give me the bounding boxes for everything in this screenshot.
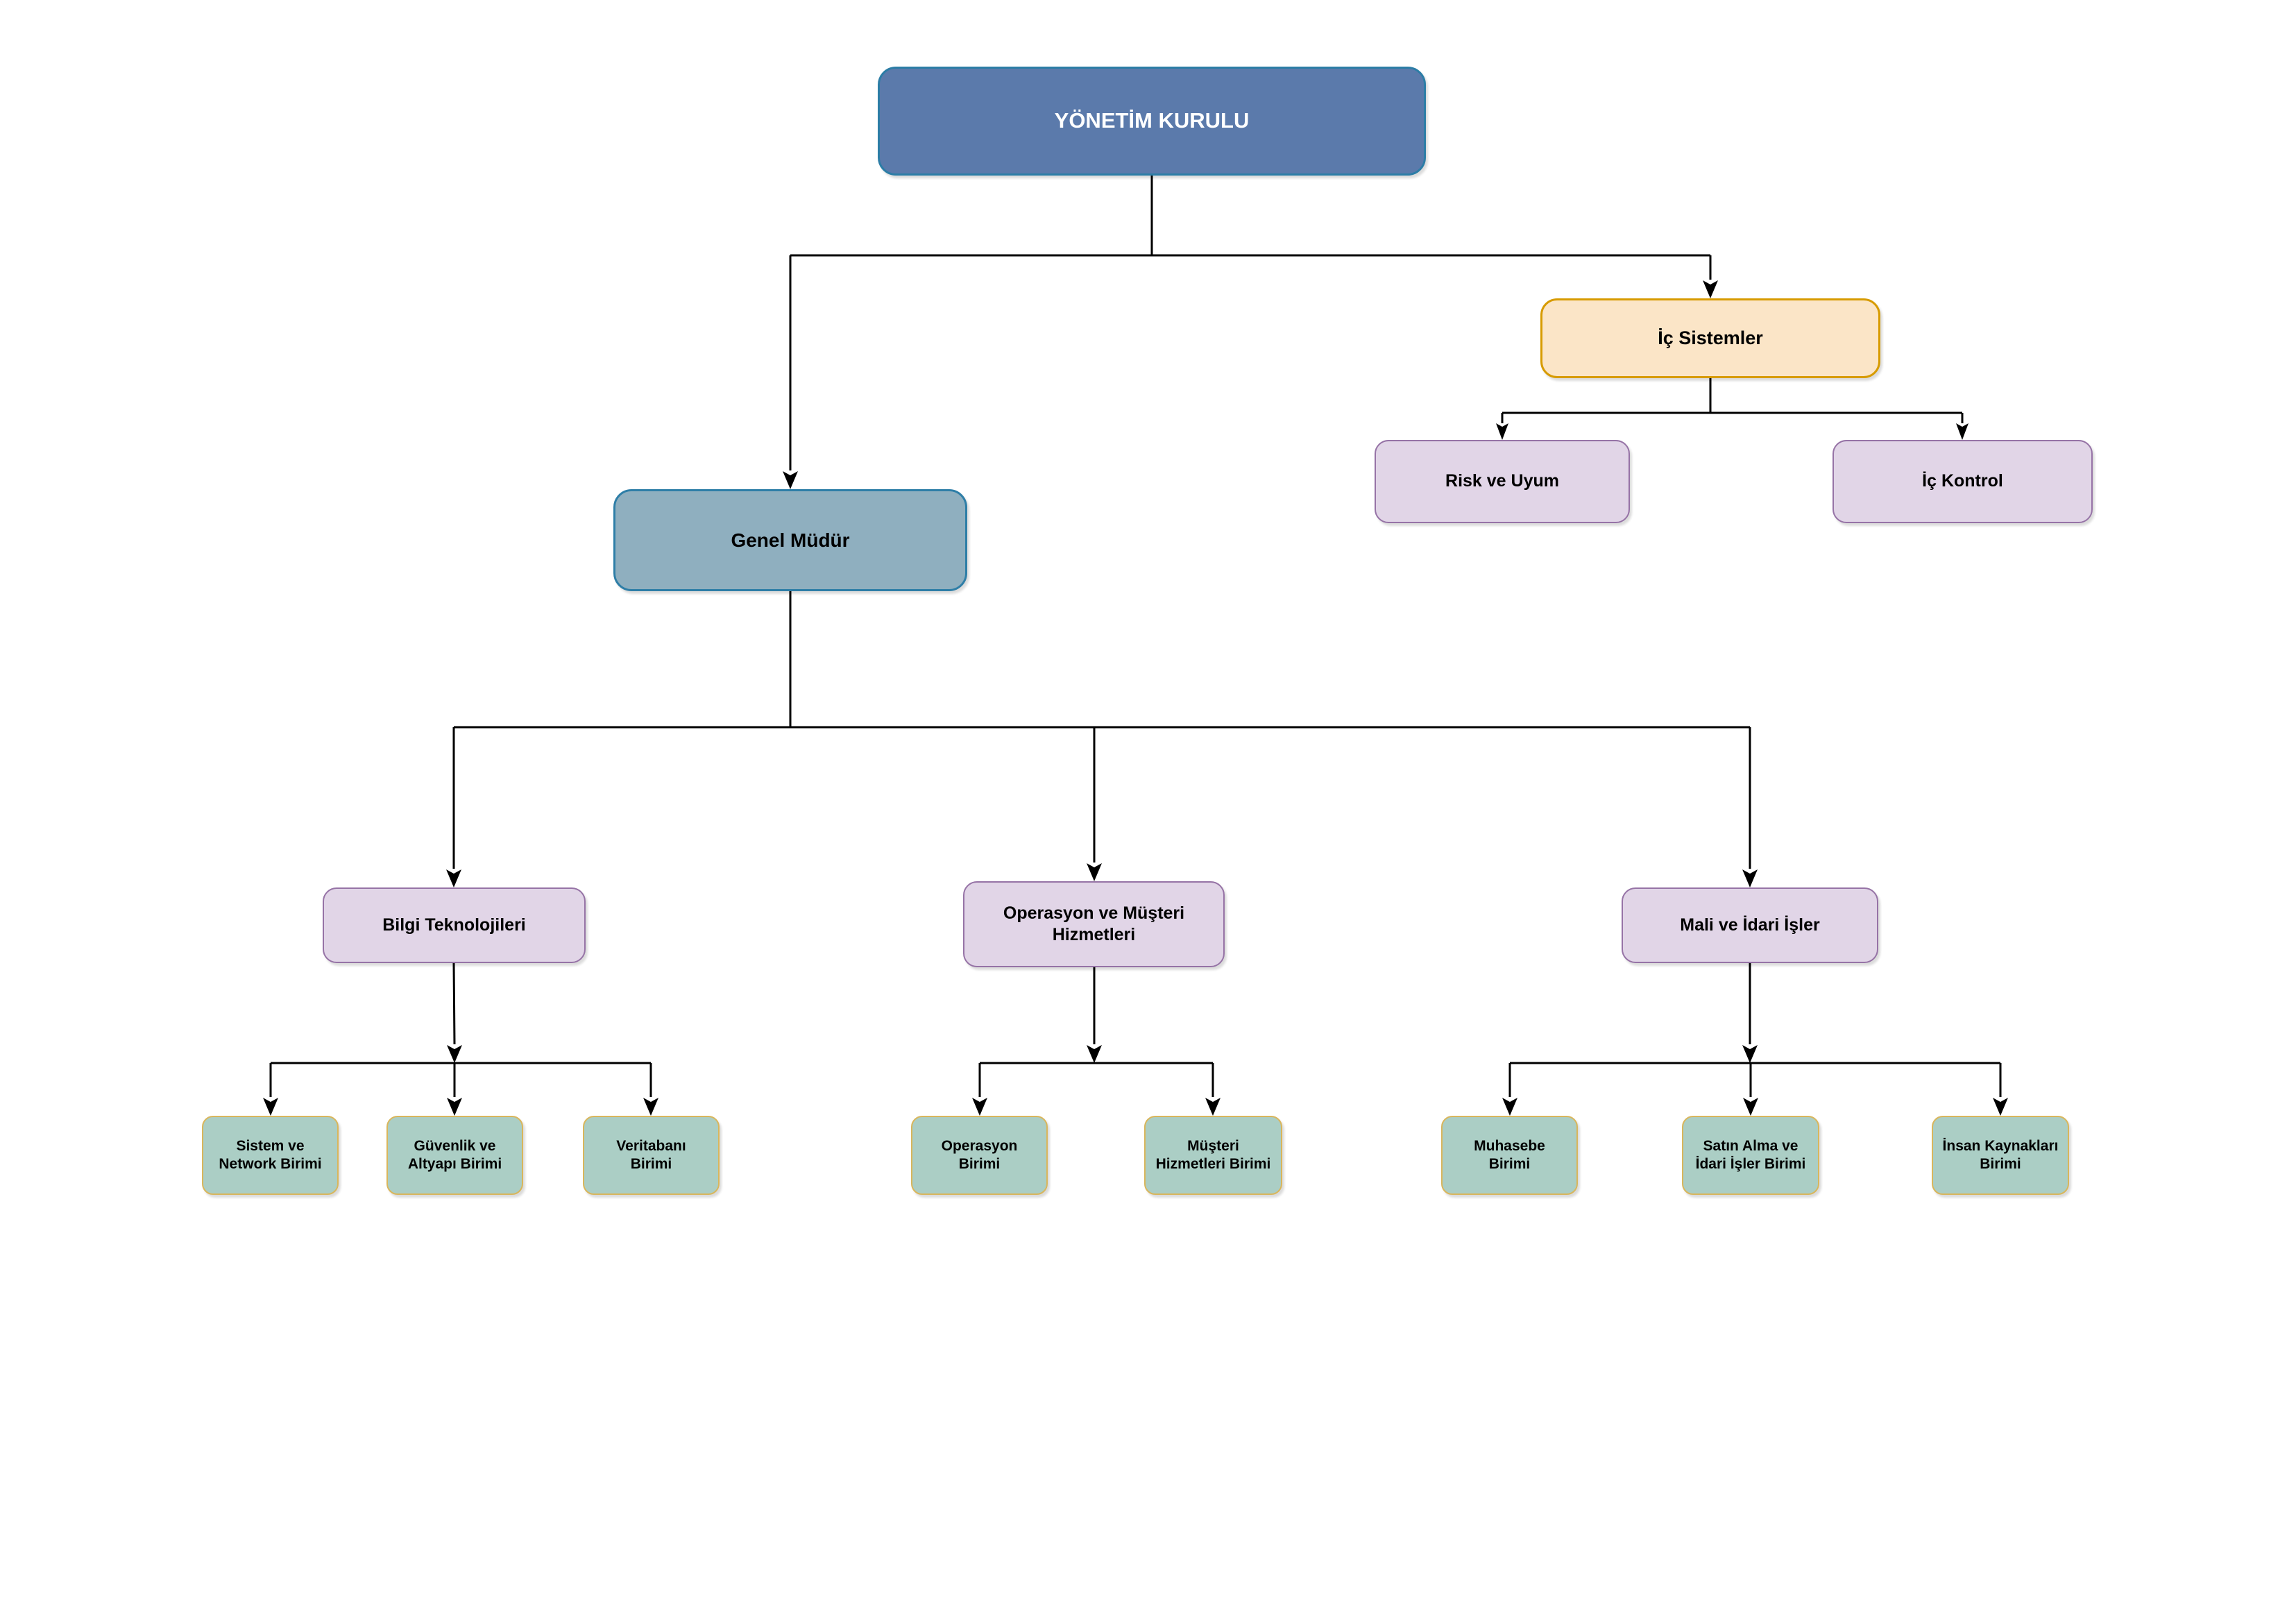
node-ic-sistemler: İç Sistemler xyxy=(1540,298,1880,378)
node-mali-ve-idari-isler: Mali ve İdari İşler xyxy=(1622,887,1878,963)
node-bilgi-teknolojileri: Bilgi Teknolojileri xyxy=(323,887,586,963)
node-insan-kaynaklari-birimi: İnsan Kaynakları Birimi xyxy=(1932,1116,2069,1195)
node-sistem-ve-network-birimi: Sistem ve Network Birimi xyxy=(202,1116,339,1195)
node-operasyon-birimi: Operasyon Birimi xyxy=(911,1116,1048,1195)
node-musteri-hizmetleri-birimi: Müşteri Hizmetleri Birimi xyxy=(1144,1116,1282,1195)
node-veritabani-birimi: Veritabanı Birimi xyxy=(583,1116,720,1195)
node-muhasebe-birimi: Muhasebe Birimi xyxy=(1441,1116,1578,1195)
node-ic-kontrol: İç Kontrol xyxy=(1832,440,2093,523)
node-genel-mudur: Genel Müdür xyxy=(613,489,967,591)
node-operasyon-ve-musteri-hizmetleri: Operasyon ve Müşteri Hizmetleri xyxy=(963,881,1225,967)
node-risk-ve-uyum: Risk ve Uyum xyxy=(1375,440,1630,523)
node-satin-alma-ve-idari-isler-birimi: Satın Alma ve İdari İşler Birimi xyxy=(1682,1116,1819,1195)
node-guvenlik-ve-altyapi-birimi: Güvenlik ve Altyapı Birimi xyxy=(386,1116,523,1195)
node-yonetim-kurulu: YÖNETİM KURULU xyxy=(878,67,1426,176)
